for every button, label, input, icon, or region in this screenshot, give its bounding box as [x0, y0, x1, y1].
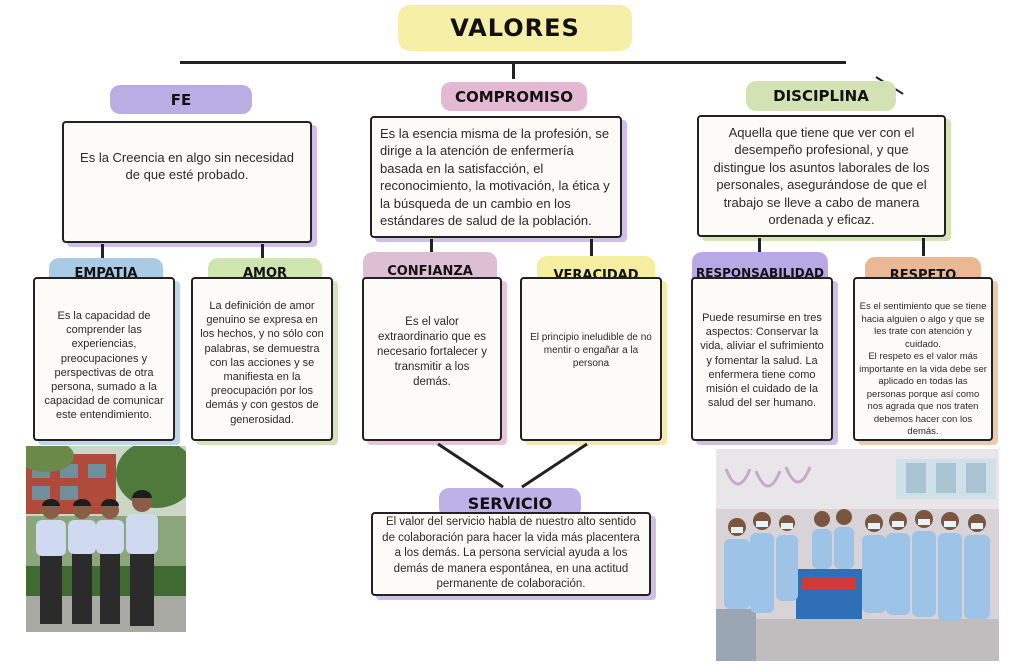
compromiso-label: COMPROMISO: [454, 87, 574, 106]
compromiso-tag: COMPROMISO: [441, 82, 587, 111]
disciplina-text: Aquella que tiene que ver con el desempe…: [713, 124, 930, 228]
responsabilidad-text: Puede resumirse en tres aspectos: Conser…: [700, 312, 824, 410]
page-title: VALORES: [450, 14, 580, 42]
servicio-label: SERVICIO: [467, 493, 553, 513]
fe-tag: FE: [110, 85, 252, 114]
veracidad-card: El principio ineludible de no mentir o e…: [520, 277, 662, 441]
confianza-label: CONFIANZA: [387, 263, 473, 279]
title-underline: [180, 61, 846, 64]
confianza-text: Es el valor extraordinario que es necesa…: [377, 316, 487, 388]
disciplina-card: Aquella que tiene que ver con el desempe…: [697, 115, 946, 237]
connector-compromiso-confianza: [430, 239, 433, 257]
connector-disciplina-responsabilidad: [758, 238, 761, 252]
disciplina-tag: DISCIPLINA: [746, 81, 896, 111]
amor-text: La definición de amor genuino se expresa…: [200, 300, 324, 426]
empatia-text: Es la capacidad de comprender las experi…: [44, 310, 164, 422]
disciplina-label: DISCIPLINA: [773, 87, 869, 105]
respeto-text-1: Es el sentimiento que se tiene hacia alg…: [859, 301, 987, 350]
fe-text: Es la Creencia en algo sin necesidad de …: [80, 150, 294, 182]
empatia-label: EMPATIA: [74, 265, 138, 281]
servicio-card: El valor del servicio habla de nuestro a…: [371, 512, 651, 596]
responsabilidad-label: RESPONSABILIDAD: [696, 266, 824, 280]
respeto-card: Es el sentimiento que se tiene hacia alg…: [853, 277, 993, 441]
students-group-photo: [26, 446, 186, 632]
amor-label: AMOR: [242, 265, 288, 281]
compromiso-card: Es la esencia misma de la profesión, se …: [370, 116, 622, 238]
connector-veracidad-servicio: [521, 442, 588, 489]
connector-fe-amor: [261, 244, 264, 258]
connector-fe-empatia: [101, 244, 104, 258]
confianza-card: Es el valor extraordinario que es necesa…: [362, 277, 502, 441]
servicio-text: El valor del servicio habla de nuestro a…: [382, 516, 640, 591]
connector-compromiso-veracidad: [590, 239, 593, 257]
amor-card: La definición de amor genuino se expresa…: [191, 277, 333, 441]
fe-card: Es la Creencia en algo sin necesidad de …: [62, 121, 312, 243]
veracidad-text: El principio ineludible de no mentir o e…: [530, 332, 652, 369]
respeto-text-2: El respeto es el valor más importante en…: [859, 351, 987, 437]
connector-confianza-servicio: [437, 442, 504, 489]
empatia-card: Es la capacidad de comprender las experi…: [33, 277, 175, 441]
connector-title-compromiso: [512, 63, 515, 79]
connector-disciplina-respeto: [922, 238, 925, 256]
nurses-group-photo: [716, 449, 999, 661]
compromiso-text: Es la esencia misma de la profesión, se …: [380, 125, 610, 229]
fe-label: FE: [170, 90, 192, 109]
title-banner: VALORES: [398, 5, 632, 51]
responsabilidad-card: Puede resumirse en tres aspectos: Conser…: [691, 277, 833, 441]
